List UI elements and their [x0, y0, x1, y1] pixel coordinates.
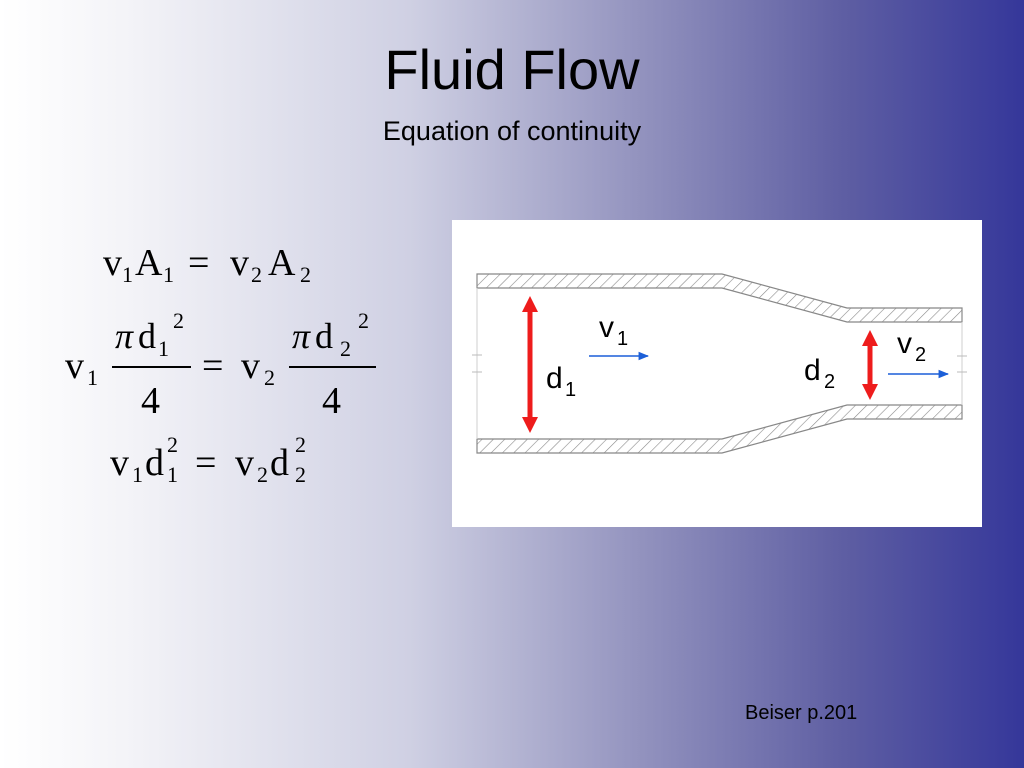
d1-label-letter: d	[546, 362, 563, 395]
eq3-d1-exp: 2	[167, 432, 178, 457]
eq1-v2-sub: 2	[251, 262, 262, 287]
slide-title: Fluid Flow	[384, 38, 640, 101]
eq2-equals: =	[202, 345, 223, 387]
pipe-diagram-svg: d 1 d 2 v 1 v 2	[472, 273, 967, 454]
d2-label: d 2	[804, 354, 835, 393]
pipe-bottom-wall	[476, 404, 963, 454]
eq3-v2: v	[235, 442, 254, 484]
eq2-v2-sub: 2	[264, 365, 275, 390]
eq3-d1-sub: 1	[167, 462, 178, 487]
eq3-equals: =	[195, 442, 216, 484]
eq3-v1-sub: 1	[132, 462, 143, 487]
eq2-denom-left: 4	[141, 380, 160, 422]
eq1-v1-sub: 1	[122, 262, 133, 287]
eq2-v2: v	[241, 345, 260, 387]
eq1-equals: =	[188, 242, 209, 284]
eq3-d1: d	[145, 442, 164, 484]
d2-label-sub: 2	[824, 371, 835, 393]
equation-diameter-fraction-form: v 1 π d 1 2 4 = v 2 π d 2 2 4	[65, 308, 376, 422]
v1-label-letter: v	[599, 311, 614, 344]
eq2-v1: v	[65, 345, 84, 387]
v2-label-letter: v	[897, 327, 912, 360]
eq2-d2-sub: 2	[340, 336, 351, 361]
v2-label-sub: 2	[915, 344, 926, 366]
eq3-v1: v	[110, 442, 129, 484]
eq1-A2: A	[268, 242, 296, 284]
v1-label: v 1	[599, 311, 628, 350]
slide-subtitle: Equation of continuity	[382, 116, 642, 146]
equation-diameter-squared-form: v 1 d 2 1 = v 2 d 2 2	[110, 432, 306, 487]
pipe-figure: d 1 d 2 v 1 v 2	[452, 220, 982, 527]
continuity-equations: v 1 A 1 = v 2 A 2 v 1 π d 1 2 4 = v 2 π …	[55, 230, 415, 510]
eq2-d-left: d	[138, 316, 156, 356]
eq3-d2-sub: 2	[295, 462, 306, 487]
d1-label: d 1	[546, 362, 576, 401]
eq1-A1: A	[135, 242, 163, 284]
eq2-denom-right: 4	[322, 380, 341, 422]
eq2-d1-sub: 1	[158, 336, 169, 361]
eq3-d2: d	[270, 442, 289, 484]
eq3-v2-sub: 2	[257, 462, 268, 487]
eq2-d-right: d	[315, 316, 333, 356]
d1-label-sub: 1	[565, 379, 576, 401]
eq2-pi-left: π	[115, 316, 134, 356]
eq3-d2-exp: 2	[295, 432, 306, 457]
eq1-v1: v	[103, 242, 122, 284]
eq2-exp-right: 2	[358, 308, 369, 333]
d2-label-letter: d	[804, 354, 821, 387]
v1-label-sub: 1	[617, 328, 628, 350]
eq1-v2: v	[230, 242, 249, 284]
eq1-A2-sub: 2	[300, 262, 311, 287]
eq2-exp-left: 2	[173, 308, 184, 333]
pipe-top-wall	[476, 273, 963, 323]
eq2-pi-right: π	[292, 316, 311, 356]
eq1-A1-sub: 1	[163, 262, 174, 287]
equation-area-form: v 1 A 1 = v 2 A 2	[103, 242, 311, 287]
v2-label: v 2	[897, 327, 926, 366]
eq2-v1-sub: 1	[87, 365, 98, 390]
equations-svg: v 1 A 1 = v 2 A 2 v 1 π d 1 2 4 = v 2 π …	[65, 242, 376, 487]
citation: Beiser p.201	[745, 702, 858, 724]
